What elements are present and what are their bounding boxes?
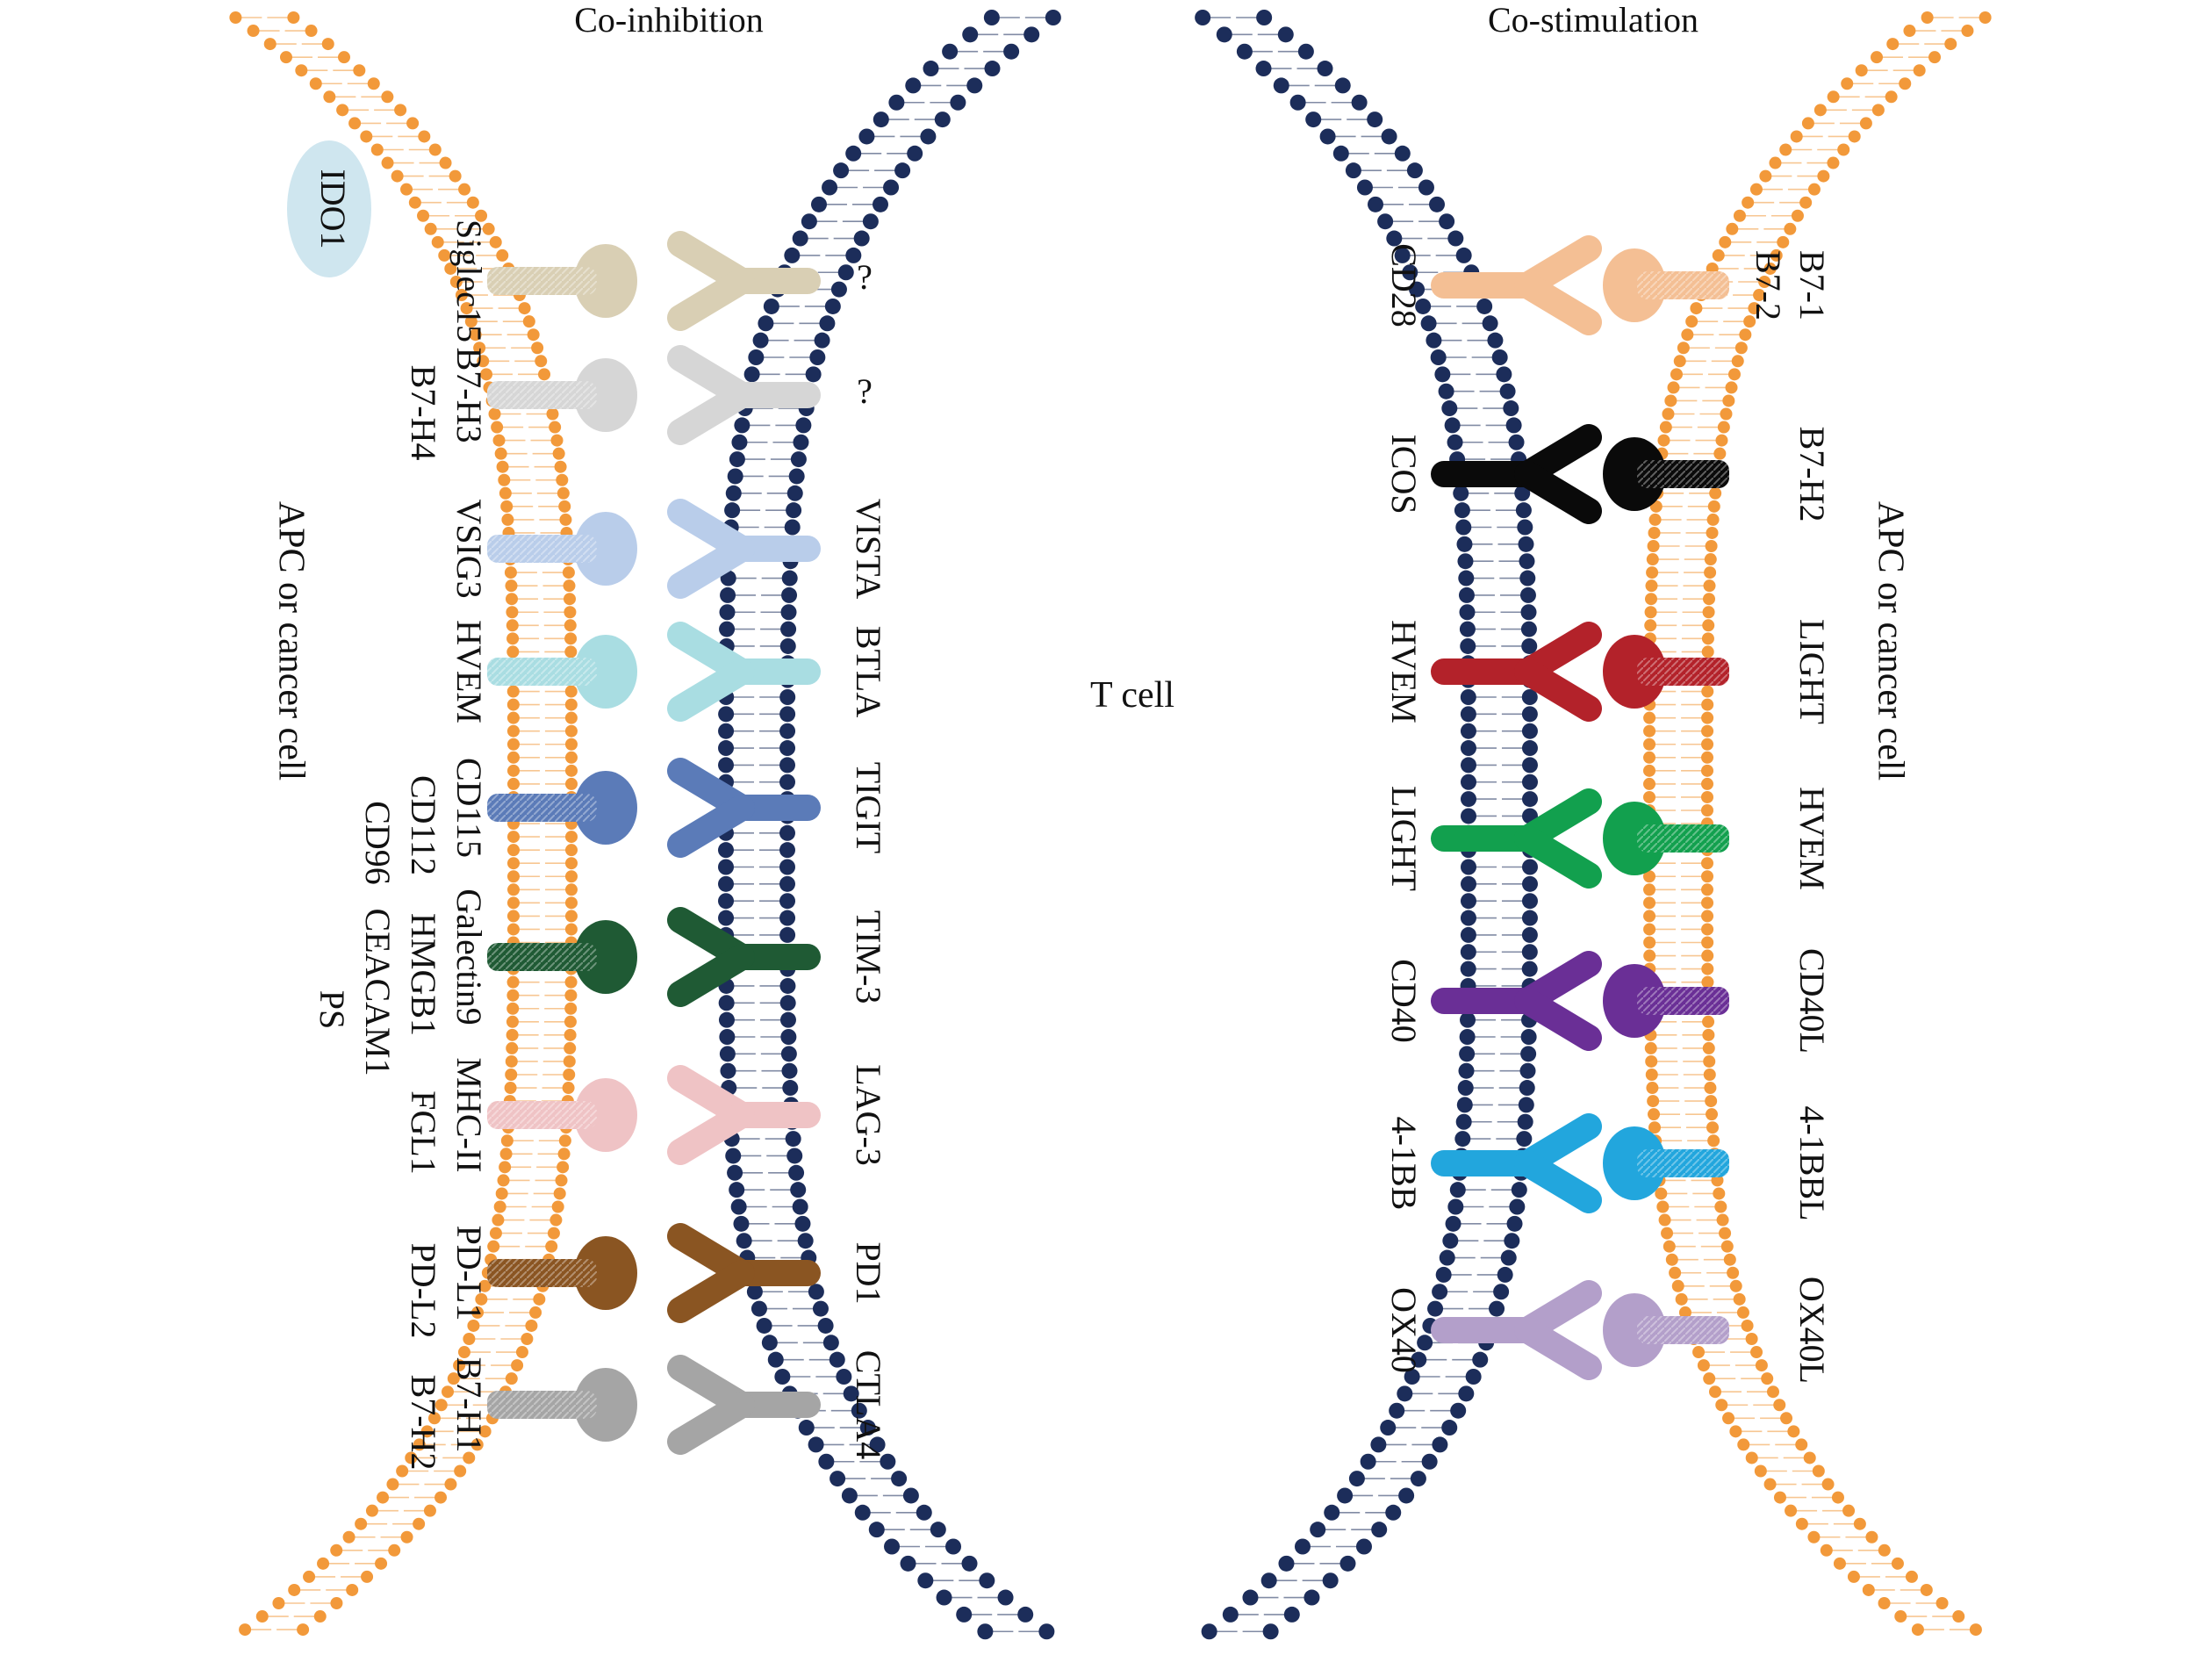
stimulation-ligand-2 [1603, 635, 1729, 709]
stimulation-ligand-0 [1603, 248, 1729, 322]
inhibition-receptor-label-8: CTLA4 [849, 1350, 888, 1459]
inhibition-ligand-0 [487, 244, 637, 318]
inhibition-ligand-5 [487, 920, 637, 994]
inhibition-receptor-label-6: LAG-3 [849, 1064, 888, 1166]
inhibition-ligand-1 [487, 358, 637, 432]
cell-membranes [229, 10, 1992, 1640]
inhibition-ligand-4 [487, 771, 637, 845]
inhibition-ligand-label-1-1: B7-H4 [404, 365, 443, 461]
inhibition-ligand-label-7-1: PD-L2 [404, 1243, 443, 1339]
inhibition-receptor-label-7: PD1 [849, 1241, 888, 1304]
stimulation-receptor-label-3: LIGHT [1384, 786, 1424, 891]
inhibition-receptor-4 [667, 758, 821, 858]
stimulation-receptor-3 [1431, 788, 1602, 889]
stimulation-ligand-4 [1603, 964, 1729, 1038]
stimulation-receptor-2 [1431, 622, 1602, 722]
stimulation-ligand-5 [1603, 1126, 1729, 1200]
ido1-ellipse [287, 140, 371, 277]
inhibition-receptor-label-4: TIGIT [849, 762, 888, 853]
apc-right-label: APC or cancer cell [1870, 501, 1910, 781]
inhibition-ligand-label-2-0: VSIG3 [449, 499, 489, 598]
inhibition-receptor-label-1: ? [857, 371, 873, 411]
stimulation-receptor-0 [1431, 235, 1602, 335]
stimulation-receptor-label-0: CD28 [1384, 243, 1424, 327]
ido1-label: IDO1 [313, 169, 353, 248]
stimulation-receptor-label-1: ICOS [1384, 434, 1424, 514]
inhibition-receptor-label-5: TIM-3 [849, 910, 888, 1004]
inhibition-ligand-3 [487, 635, 637, 709]
inhibition-ligand-label-8-0: B7-H1 [449, 1357, 489, 1453]
tcell-membrane-right [1195, 10, 1538, 1640]
stimulation-ligand-6 [1603, 1293, 1729, 1367]
inhibition-receptor-0 [667, 231, 821, 331]
inhibition-ligand-label-5-1: HMGB1 [404, 913, 443, 1036]
inhibition-receptor-7 [667, 1223, 821, 1323]
stimulation-receptor-label-4: CD40 [1384, 959, 1424, 1043]
inhibition-ligand-label-4-2: CD96 [358, 801, 398, 885]
co-inhibition-title: Co-inhibition [574, 0, 764, 40]
stimulation-receptor-4 [1431, 951, 1602, 1051]
inhibition-receptor-5 [667, 907, 821, 1007]
inhibition-ligand-label-6-0: MHC-II [449, 1057, 489, 1172]
stimulation-ligand-label-0-1: B7-2 [1749, 250, 1788, 320]
inhibition-ligand-label-5-3: PS [312, 990, 352, 1030]
stimulation-receptor-1 [1431, 424, 1602, 524]
apc-left-label: APC or cancer cell [270, 501, 311, 781]
inhibition-ligand-7 [487, 1236, 637, 1310]
stimulation-receptor-label-5: 4-1BB [1384, 1117, 1424, 1211]
inhibition-ligand-8 [487, 1368, 637, 1442]
inhibition-receptor-label-3: BTLA [849, 626, 888, 718]
inhibition-ligand-2 [487, 512, 637, 586]
co-stimulation-title: Co-stimulation [1488, 0, 1698, 40]
inhibition-ligand-label-0-0: Siglec15 [449, 219, 489, 342]
inhibition-receptor-label-2: VISTA [849, 499, 888, 600]
inhibition-ligand-label-5-2: CEACAM1 [358, 908, 398, 1076]
inhibition-ligand-label-3-0: HVEM [449, 620, 489, 723]
stimulation-ligand-label-6-0: OX40L [1792, 1277, 1832, 1384]
stimulation-receptor-5 [1431, 1113, 1602, 1213]
inhibition-ligand-label-7-0: PD-L1 [449, 1226, 489, 1321]
stimulation-ligand-label-4-0: CD40L [1792, 948, 1832, 1054]
stimulation-ligand-label-1-0: B7-H2 [1792, 427, 1832, 522]
inhibition-ligand-6 [487, 1078, 637, 1152]
inhibition-ligand-label-4-1: CD112 [404, 775, 443, 875]
inhibition-receptor-label-0: ? [857, 257, 873, 297]
inhibition-ligand-label-1-0: B7-H3 [449, 348, 489, 443]
stimulation-ligand-label-2-0: LIGHT [1792, 619, 1832, 724]
inhibition-ligand-label-4-0: CD115 [449, 758, 489, 858]
inhibition-receptor-1 [667, 345, 821, 445]
inhibition-receptor-8 [667, 1355, 821, 1455]
inhibition-ligand-label-5-0: Galectin9 [449, 889, 489, 1025]
t-cell-label: T cell [1090, 675, 1174, 716]
stimulation-receptor-6 [1431, 1280, 1602, 1380]
stimulation-receptor-label-2: HVEM [1384, 620, 1424, 723]
checkpoint-molecules [487, 231, 1729, 1455]
stimulation-receptor-label-6: OX40 [1384, 1287, 1424, 1373]
apc-membrane-left [229, 11, 578, 1637]
inhibition-receptor-3 [667, 622, 821, 722]
stimulation-ligand-label-3-0: HVEM [1792, 787, 1832, 890]
inhibition-receptor-2 [667, 499, 821, 599]
inhibition-receptor-6 [667, 1065, 821, 1165]
inhibition-ligand-label-6-1: FGL1 [404, 1090, 443, 1175]
inhibition-ligand-label-8-1: B7-H2 [404, 1375, 443, 1471]
stimulation-ligand-label-5-0: 4-1BBL [1792, 1105, 1832, 1220]
stimulation-ligand-3 [1603, 802, 1729, 875]
apc-membrane-right [1643, 11, 1992, 1637]
stimulation-ligand-label-0-0: B7-1 [1792, 250, 1832, 320]
stimulation-ligand-1 [1603, 437, 1729, 511]
